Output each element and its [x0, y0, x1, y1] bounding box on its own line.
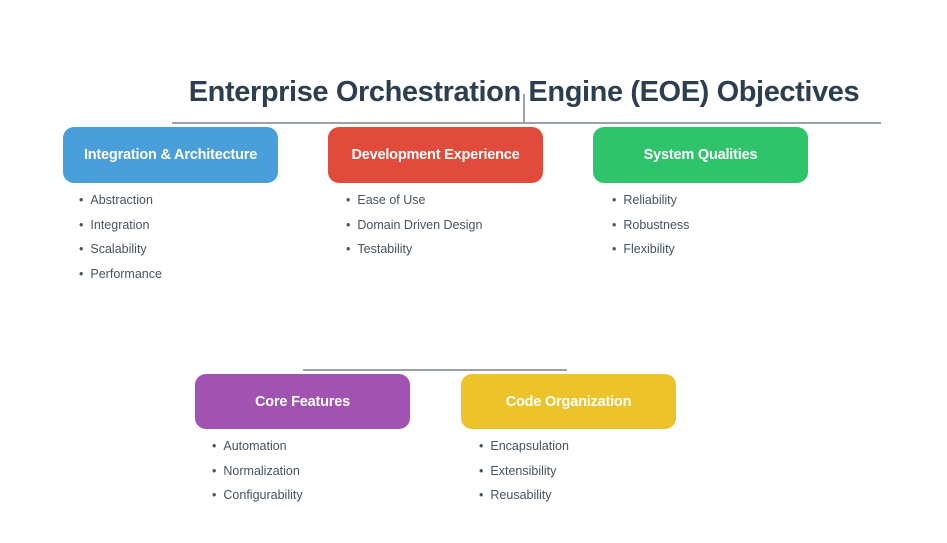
bullet-dot: •: [79, 242, 84, 256]
bullet-dot: •: [212, 463, 217, 478]
bullet-dot: •: [212, 488, 217, 502]
bullet-dot: •: [479, 439, 484, 453]
bullet-dot: •: [79, 266, 84, 281]
category-node-system-qualities: System Qualities: [593, 127, 808, 183]
bullet-list-development-experience: • Ease of Use • Domain Driven Design • Testab…: [346, 188, 482, 262]
bullet-list-code-organization: • Encapsulation • Extensibility • Reusability: [479, 434, 569, 508]
bullet-list-integration-architecture: • Abstraction • Integration • Scalability • Per…: [79, 188, 162, 286]
bullet-text: Encapsulation: [490, 439, 569, 453]
bullet-item: • Reliability: [612, 188, 689, 213]
bullet-dot: •: [79, 193, 84, 207]
bullet-text: Reusability: [490, 488, 552, 502]
bullet-text: Robustness: [623, 217, 690, 232]
bullet-text: Performance: [90, 266, 162, 281]
bullet-item: • Domain Driven Design: [346, 213, 482, 238]
bullet-item: • Testability: [346, 237, 482, 262]
category-label: Development Experience: [351, 147, 520, 163]
category-node-code-organization: Code Organization: [461, 374, 676, 429]
bullet-item: • Scalability: [79, 237, 162, 262]
bullet-text: Configurability: [223, 488, 303, 502]
bullet-text: Ease of Use: [357, 193, 426, 207]
bullet-item: • Automation: [212, 434, 303, 459]
bullet-item: • Robustness: [612, 213, 689, 238]
bullet-text: Scalability: [90, 242, 147, 256]
bullet-dot: •: [612, 217, 617, 232]
bullet-dot: •: [79, 217, 84, 232]
bullet-dot: •: [212, 439, 217, 453]
bullet-text: Reliability: [623, 193, 677, 207]
bullet-item: • Extensibility: [479, 459, 569, 484]
bullet-item: • Integration: [79, 213, 162, 238]
bullet-dot: •: [346, 193, 351, 207]
bullet-item: • Flexibility: [612, 237, 689, 262]
bullet-item: • Reusability: [479, 483, 569, 508]
bullet-text: Domain Driven Design: [357, 217, 483, 232]
bullet-dot: •: [346, 242, 351, 256]
bullet-dot: •: [346, 217, 351, 232]
category-label: Core Features: [255, 393, 350, 410]
bullet-item: • Configurability: [212, 483, 303, 508]
category-label: Code Organization: [505, 393, 632, 410]
bullet-text: Extensibility: [490, 463, 557, 478]
bullet-item: • Abstraction: [79, 188, 162, 213]
title-connector-line: [523, 94, 525, 123]
bullet-text: Flexibility: [623, 242, 675, 256]
category-node-integration-architecture: Integration & Architecture: [63, 127, 278, 183]
bullet-dot: •: [479, 463, 484, 478]
category-label: System Qualities: [643, 147, 758, 163]
bullet-dot: •: [612, 193, 617, 207]
category-node-development-experience: Development Experience: [328, 127, 543, 183]
bullet-text: Abstraction: [90, 193, 153, 207]
bullet-item: • Encapsulation: [479, 434, 569, 459]
bullet-dot: •: [612, 242, 617, 256]
bullet-item: • Normalization: [212, 459, 303, 484]
bullet-dot: •: [479, 488, 484, 502]
bullet-text: Testability: [357, 242, 413, 256]
bottom-row-connector-line: [303, 369, 567, 371]
category-node-core-features: Core Features: [195, 374, 410, 429]
bullet-item: • Ease of Use: [346, 188, 482, 213]
top-row-connector-line: [172, 122, 881, 124]
category-label: Integration & Architecture: [83, 147, 258, 163]
bullet-item: • Performance: [79, 262, 162, 287]
bullet-text: Normalization: [223, 463, 300, 478]
bullet-text: Integration: [90, 217, 150, 232]
bullet-text: Automation: [223, 439, 287, 453]
bullet-list-system-qualities: • Reliability • Robustness • Flexibility: [612, 188, 689, 262]
bullet-list-core-features: • Automation • Normalization • Configurabilit…: [212, 434, 303, 508]
